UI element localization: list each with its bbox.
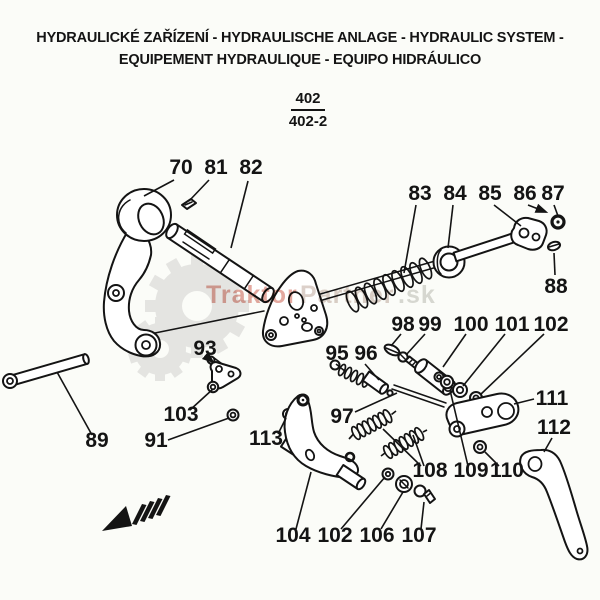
part-label-102-19: 102	[533, 313, 568, 336]
shaft-82	[165, 222, 275, 304]
link-plate-103	[206, 361, 242, 394]
leader-line-104-21	[295, 471, 312, 530]
leader-line-96-13	[364, 363, 380, 381]
part-label-89-9: 89	[85, 429, 108, 452]
leader-line-108-25	[412, 434, 425, 467]
pull-rod-89	[2, 353, 90, 389]
part-label-81-1: 81	[204, 156, 228, 179]
bracket-plate	[261, 269, 329, 348]
watermark-part2: Partner	[300, 281, 395, 309]
leader-line-111-28	[513, 398, 535, 405]
part-label-101-18: 101	[494, 313, 529, 336]
part-label-102-22: 102	[317, 524, 352, 547]
leader-line-101-18	[462, 333, 506, 387]
page-title-line1: HYDRAULICKÉ ZAŘÍZENÍ - HYDRAULISCHE ANLA…	[36, 30, 564, 46]
pedal-crank-104	[280, 393, 367, 491]
leader-line-93-11	[201, 351, 215, 364]
part-label-84-4: 84	[443, 182, 467, 205]
clip-88	[546, 240, 562, 252]
leader-line-91-10	[167, 417, 230, 441]
part-label-82-2: 82	[239, 156, 262, 179]
watermark-text: Traktor Partner .sk	[206, 281, 436, 309]
leader-line-113-30	[277, 417, 287, 435]
leader-line-102-19	[479, 333, 545, 396]
part-label-91-10: 91	[144, 429, 168, 452]
part-label-96-13: 96	[354, 342, 377, 365]
part-label-110-27: 110	[490, 459, 524, 482]
part-label-83-3: 83	[408, 182, 431, 205]
part-label-88-8: 88	[544, 275, 568, 298]
leader-line-82-2	[230, 180, 249, 249]
part-label-99-16: 99	[418, 313, 441, 336]
leader-line-107-24	[420, 501, 425, 530]
leader-line-88-8	[553, 252, 556, 276]
part-label-103-20: 103	[163, 403, 198, 426]
part-label-97-14: 97	[330, 405, 353, 428]
part-label-112-29: 112	[537, 416, 571, 439]
leader-line-110-27	[484, 451, 500, 467]
part-label-113-30: 113	[249, 427, 283, 450]
leader-line-87-7	[553, 204, 559, 217]
part-label-86-6: 86	[513, 182, 536, 205]
leader-line-95-12	[335, 363, 347, 373]
hand-lever-112	[519, 448, 589, 561]
stud-assembly-95-96	[329, 359, 394, 397]
leader-line-83-3	[403, 204, 417, 274]
part-label-93-11: 93	[193, 337, 216, 360]
part-label-111-28: 111	[536, 387, 569, 410]
leader-line-70-0	[143, 179, 175, 197]
leader-line-81-1	[188, 179, 210, 202]
part-label-104-21: 104	[275, 524, 310, 547]
section-number: 402	[291, 90, 325, 111]
leader-line-89-9	[56, 371, 93, 436]
ring-101	[452, 382, 468, 398]
leader-line-102-22	[340, 476, 386, 530]
leader-line-99-16	[405, 333, 426, 356]
part-label-85-5: 85	[478, 182, 502, 205]
leader-line-84-4	[447, 204, 454, 249]
leader-line-100-17	[442, 333, 467, 368]
lever-70	[102, 188, 172, 358]
leader-line-97-14	[354, 392, 398, 413]
nut-109	[433, 371, 455, 390]
part-label-98-15: 98	[391, 313, 415, 336]
page-title-line2: EQUIPEMENT HYDRAULIQUE - EQUIPO HIDRÁULI…	[118, 52, 482, 68]
spring-83	[345, 257, 433, 313]
nut-87	[550, 214, 566, 230]
part-label-106-23: 106	[359, 524, 394, 547]
section-reference: 402 402-2	[275, 90, 341, 130]
leader-line-103-20	[189, 388, 214, 411]
part-label-108-25: 108	[412, 459, 447, 482]
leader-line-108-25	[382, 428, 422, 467]
watermark-part3: .sk	[398, 281, 436, 309]
watermark-part1: Traktor	[206, 281, 298, 309]
nut-102	[381, 467, 395, 481]
part-label-100-17: 100	[453, 313, 488, 336]
leader-line-86-6	[527, 203, 549, 213]
leader-line-106-23	[380, 491, 404, 530]
leader-line-109-26	[449, 389, 469, 467]
bolt-107	[413, 484, 436, 504]
nut-110	[473, 440, 487, 454]
washer-91	[226, 408, 240, 422]
lever-111	[445, 392, 520, 438]
part-label-95-12: 95	[325, 342, 349, 365]
link-rod-line	[149, 310, 265, 335]
part-label-107-24: 107	[401, 524, 436, 547]
key-pin-81	[181, 198, 197, 210]
leader-line-98-15	[390, 333, 402, 347]
direction-arrow	[102, 495, 171, 531]
washer-106	[395, 475, 413, 493]
rod-111-link	[391, 384, 447, 408]
part-label-87-7: 87	[541, 182, 564, 205]
leader-line-85-5	[493, 204, 522, 227]
leader-line-112-29	[543, 437, 553, 453]
part-label-109-26: 109	[453, 459, 488, 482]
part-label-70-0: 70	[169, 156, 192, 179]
subsection-number: 402-2	[288, 113, 328, 130]
